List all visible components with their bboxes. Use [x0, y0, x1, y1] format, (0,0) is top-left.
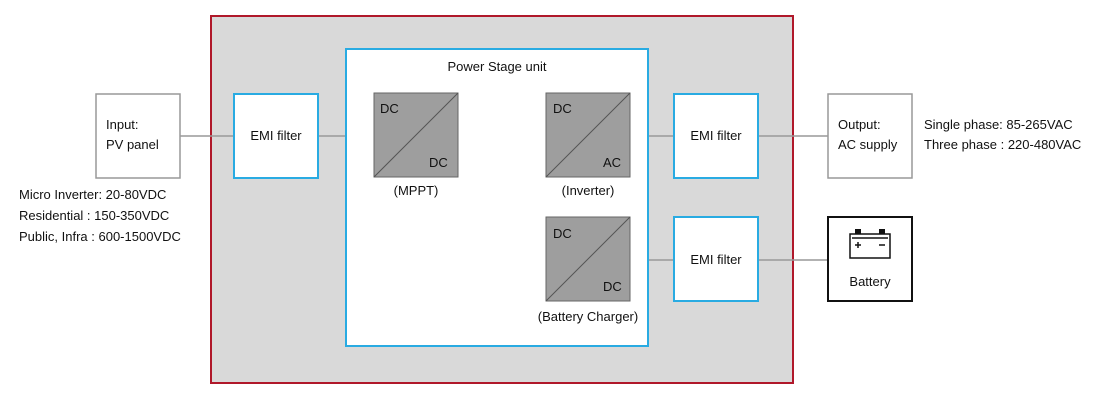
mppt-bottom-label: DC [429, 155, 448, 170]
output-spec-single-phase: Single phase: 85-265VAC [924, 117, 1073, 132]
inverter-converter [545, 92, 631, 178]
emi-filter-battery-box [673, 216, 759, 302]
inverter-caption: (Inverter) [561, 183, 615, 198]
mppt-converter [373, 92, 459, 178]
charger-caption: (Battery Charger) [537, 309, 639, 324]
emi-filter-ac-label: EMI filter [690, 128, 742, 143]
output-box [827, 93, 913, 179]
battery-label: Battery [849, 274, 891, 289]
emi-filter-input-box [233, 93, 319, 179]
emi-filter-input-label: EMI filter [250, 128, 302, 143]
input-subtitle: PV panel [106, 137, 159, 152]
power-stage-title: Power Stage unit [447, 59, 547, 74]
battery-icon [849, 229, 891, 259]
input-spec-micro: Micro Inverter: 20-80VDC [19, 187, 167, 202]
emi-filter-battery-label: EMI filter [690, 252, 742, 267]
input-spec-public: Public, Infra : 600-1500VDC [19, 229, 181, 244]
battery-box [827, 216, 913, 302]
charger-top-label: DC [553, 226, 572, 241]
output-title: Output: [838, 117, 881, 132]
charger-bottom-label: DC [603, 279, 622, 294]
output-spec-three-phase: Three phase : 220-480VAC [924, 137, 1082, 152]
emi-filter-ac-box [673, 93, 759, 179]
input-title: Input: [106, 117, 139, 132]
output-subtitle: AC supply [838, 137, 898, 152]
mppt-caption: (MPPT) [393, 183, 439, 198]
input-box [95, 93, 181, 179]
input-spec-residential: Residential : 150-350VDC [19, 208, 170, 223]
battery-charger-converter [545, 216, 631, 302]
inverter-top-label: DC [553, 101, 572, 116]
mppt-top-label: DC [380, 101, 399, 116]
inverter-bottom-label: AC [603, 155, 622, 170]
